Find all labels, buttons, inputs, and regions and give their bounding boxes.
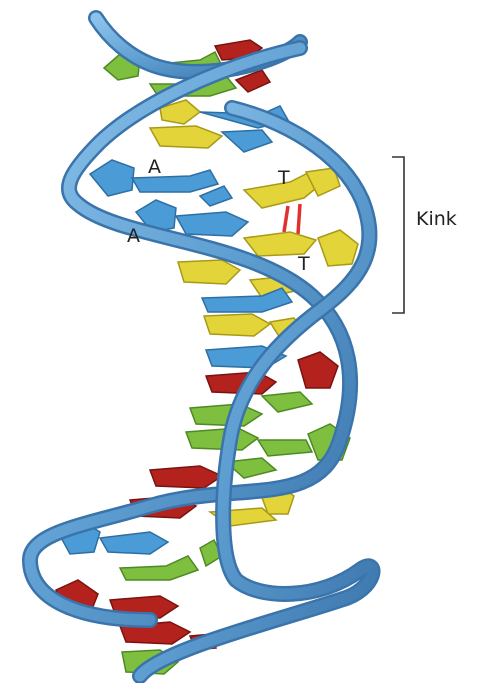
hbond-lines xyxy=(284,204,300,234)
label-t-upper: T xyxy=(277,167,290,189)
kink-bracket xyxy=(392,157,404,313)
label-t-lower: T xyxy=(297,253,310,275)
kink-label: Kink xyxy=(416,208,457,230)
label-a-upper: A xyxy=(148,156,161,178)
base-pair-t-upper xyxy=(244,168,340,208)
label-a-lower: A xyxy=(127,225,140,247)
base-pair-6 xyxy=(202,288,292,312)
base-pair-a-upper xyxy=(90,160,232,206)
base-pair-4 xyxy=(150,126,272,152)
